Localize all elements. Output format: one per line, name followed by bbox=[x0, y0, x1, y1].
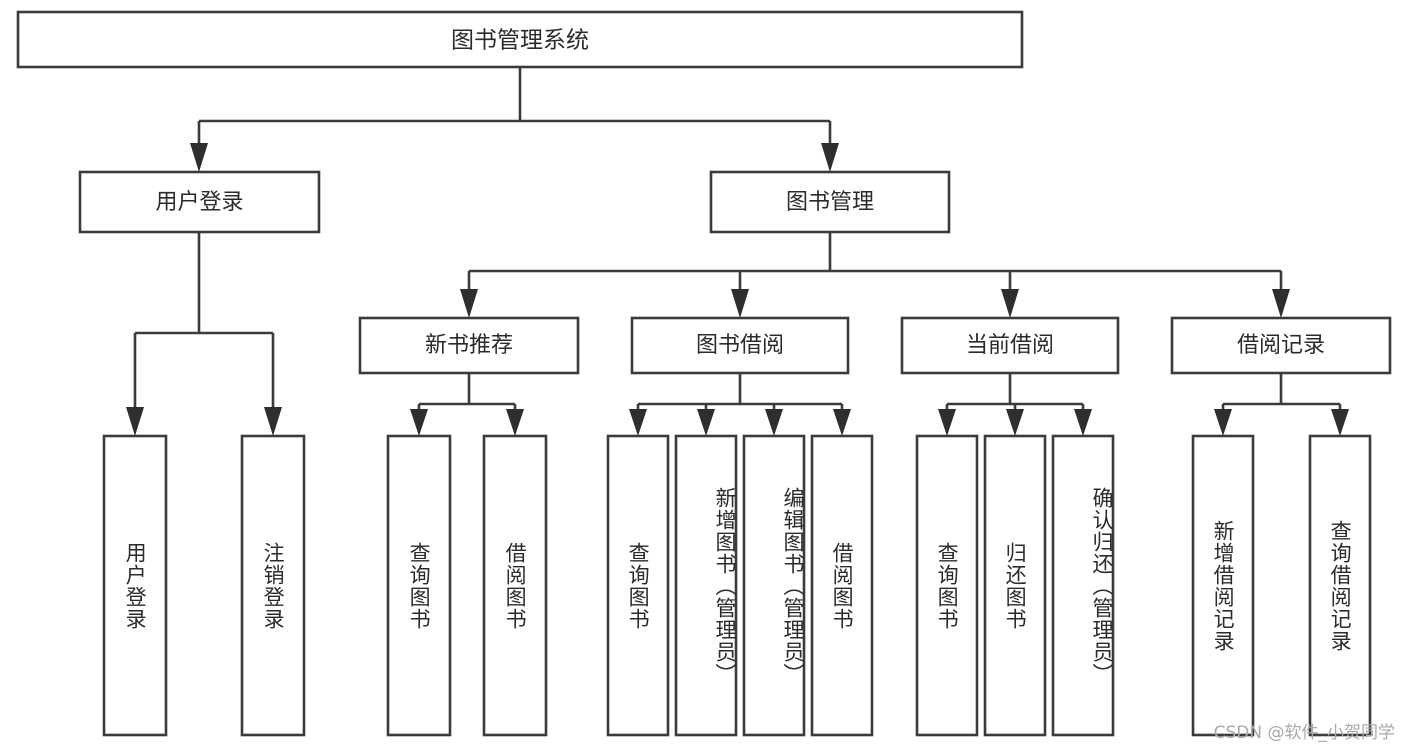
node-user-login-label: 用户登录 bbox=[155, 190, 243, 215]
node-leaf-query-book-3[interactable] bbox=[915, 434, 979, 737]
arrowhead-book-borrow bbox=[731, 289, 749, 318]
node-user-login[interactable] bbox=[78, 170, 321, 234]
nodes-layer: 图书管理系统 用户登录 图书管理 新书推荐 图书借阅 当前借阅 借阅记录 bbox=[16, 10, 1392, 737]
node-leaf-query-record[interactable] bbox=[1308, 434, 1372, 737]
arrowhead-leaf-edit-book bbox=[765, 409, 783, 436]
node-new-book-recommend[interactable] bbox=[358, 316, 580, 375]
node-leaf-user-logout[interactable] bbox=[240, 434, 306, 737]
node-leaf-confirm-return[interactable] bbox=[1051, 434, 1115, 737]
node-book-borrow[interactable] bbox=[630, 316, 850, 375]
arrowhead-leaf-add-book bbox=[697, 409, 715, 436]
arrowhead-leaf-confirm-return bbox=[1074, 409, 1092, 436]
arrowhead-leaf-add-record bbox=[1214, 409, 1232, 436]
node-book-management[interactable] bbox=[709, 170, 951, 234]
node-leaf-query-book-1[interactable] bbox=[386, 434, 452, 737]
node-book-management-label: 图书管理 bbox=[786, 190, 874, 215]
node-book-borrow-label: 图书借阅 bbox=[696, 333, 784, 358]
arrowhead-new-book-recommend bbox=[460, 289, 478, 318]
node-leaf-query-book-2[interactable] bbox=[606, 434, 670, 737]
arrowhead-leaf-return-book bbox=[1006, 409, 1024, 436]
arrowhead-borrow-record bbox=[1272, 289, 1290, 318]
arrowhead-leaf-query-book-2 bbox=[629, 409, 647, 436]
node-root-label: 图书管理系统 bbox=[451, 28, 589, 54]
node-borrow-record-label: 借阅记录 bbox=[1237, 333, 1325, 358]
connectors-layer bbox=[126, 67, 1349, 436]
node-new-book-recommend-label: 新书推荐 bbox=[425, 333, 513, 358]
node-root[interactable] bbox=[16, 10, 1024, 69]
node-leaf-borrow-book-2[interactable] bbox=[810, 434, 874, 737]
node-leaf-return-book[interactable] bbox=[983, 434, 1047, 737]
arrowhead-leaf-borrow-book-2 bbox=[833, 409, 851, 436]
node-leaf-user-login[interactable] bbox=[102, 434, 168, 737]
arrowhead-leaf-query-record bbox=[1331, 409, 1349, 436]
arrowhead-leaf-user-logout bbox=[264, 407, 282, 436]
arrowhead-current-borrow bbox=[1001, 289, 1019, 318]
node-current-borrow-label: 当前借阅 bbox=[966, 333, 1054, 358]
csdn-watermark: CSDN @软件_小贺同学 bbox=[1213, 723, 1395, 743]
node-current-borrow[interactable] bbox=[900, 316, 1120, 375]
arrowhead-book-management bbox=[821, 143, 839, 172]
arrowhead-leaf-user-login bbox=[126, 407, 144, 436]
node-leaf-add-book[interactable] bbox=[674, 434, 738, 737]
node-borrow-record[interactable] bbox=[1170, 316, 1392, 375]
node-leaf-borrow-book-1[interactable] bbox=[482, 434, 548, 737]
arrowhead-leaf-borrow-book-1 bbox=[506, 409, 524, 436]
arrowhead-user-login bbox=[190, 143, 208, 172]
node-leaf-edit-book[interactable] bbox=[742, 434, 806, 737]
node-leaf-add-record[interactable] bbox=[1191, 434, 1255, 737]
arrowhead-leaf-query-book-3 bbox=[938, 409, 956, 436]
arrowhead-leaf-query-book-1 bbox=[410, 409, 428, 436]
